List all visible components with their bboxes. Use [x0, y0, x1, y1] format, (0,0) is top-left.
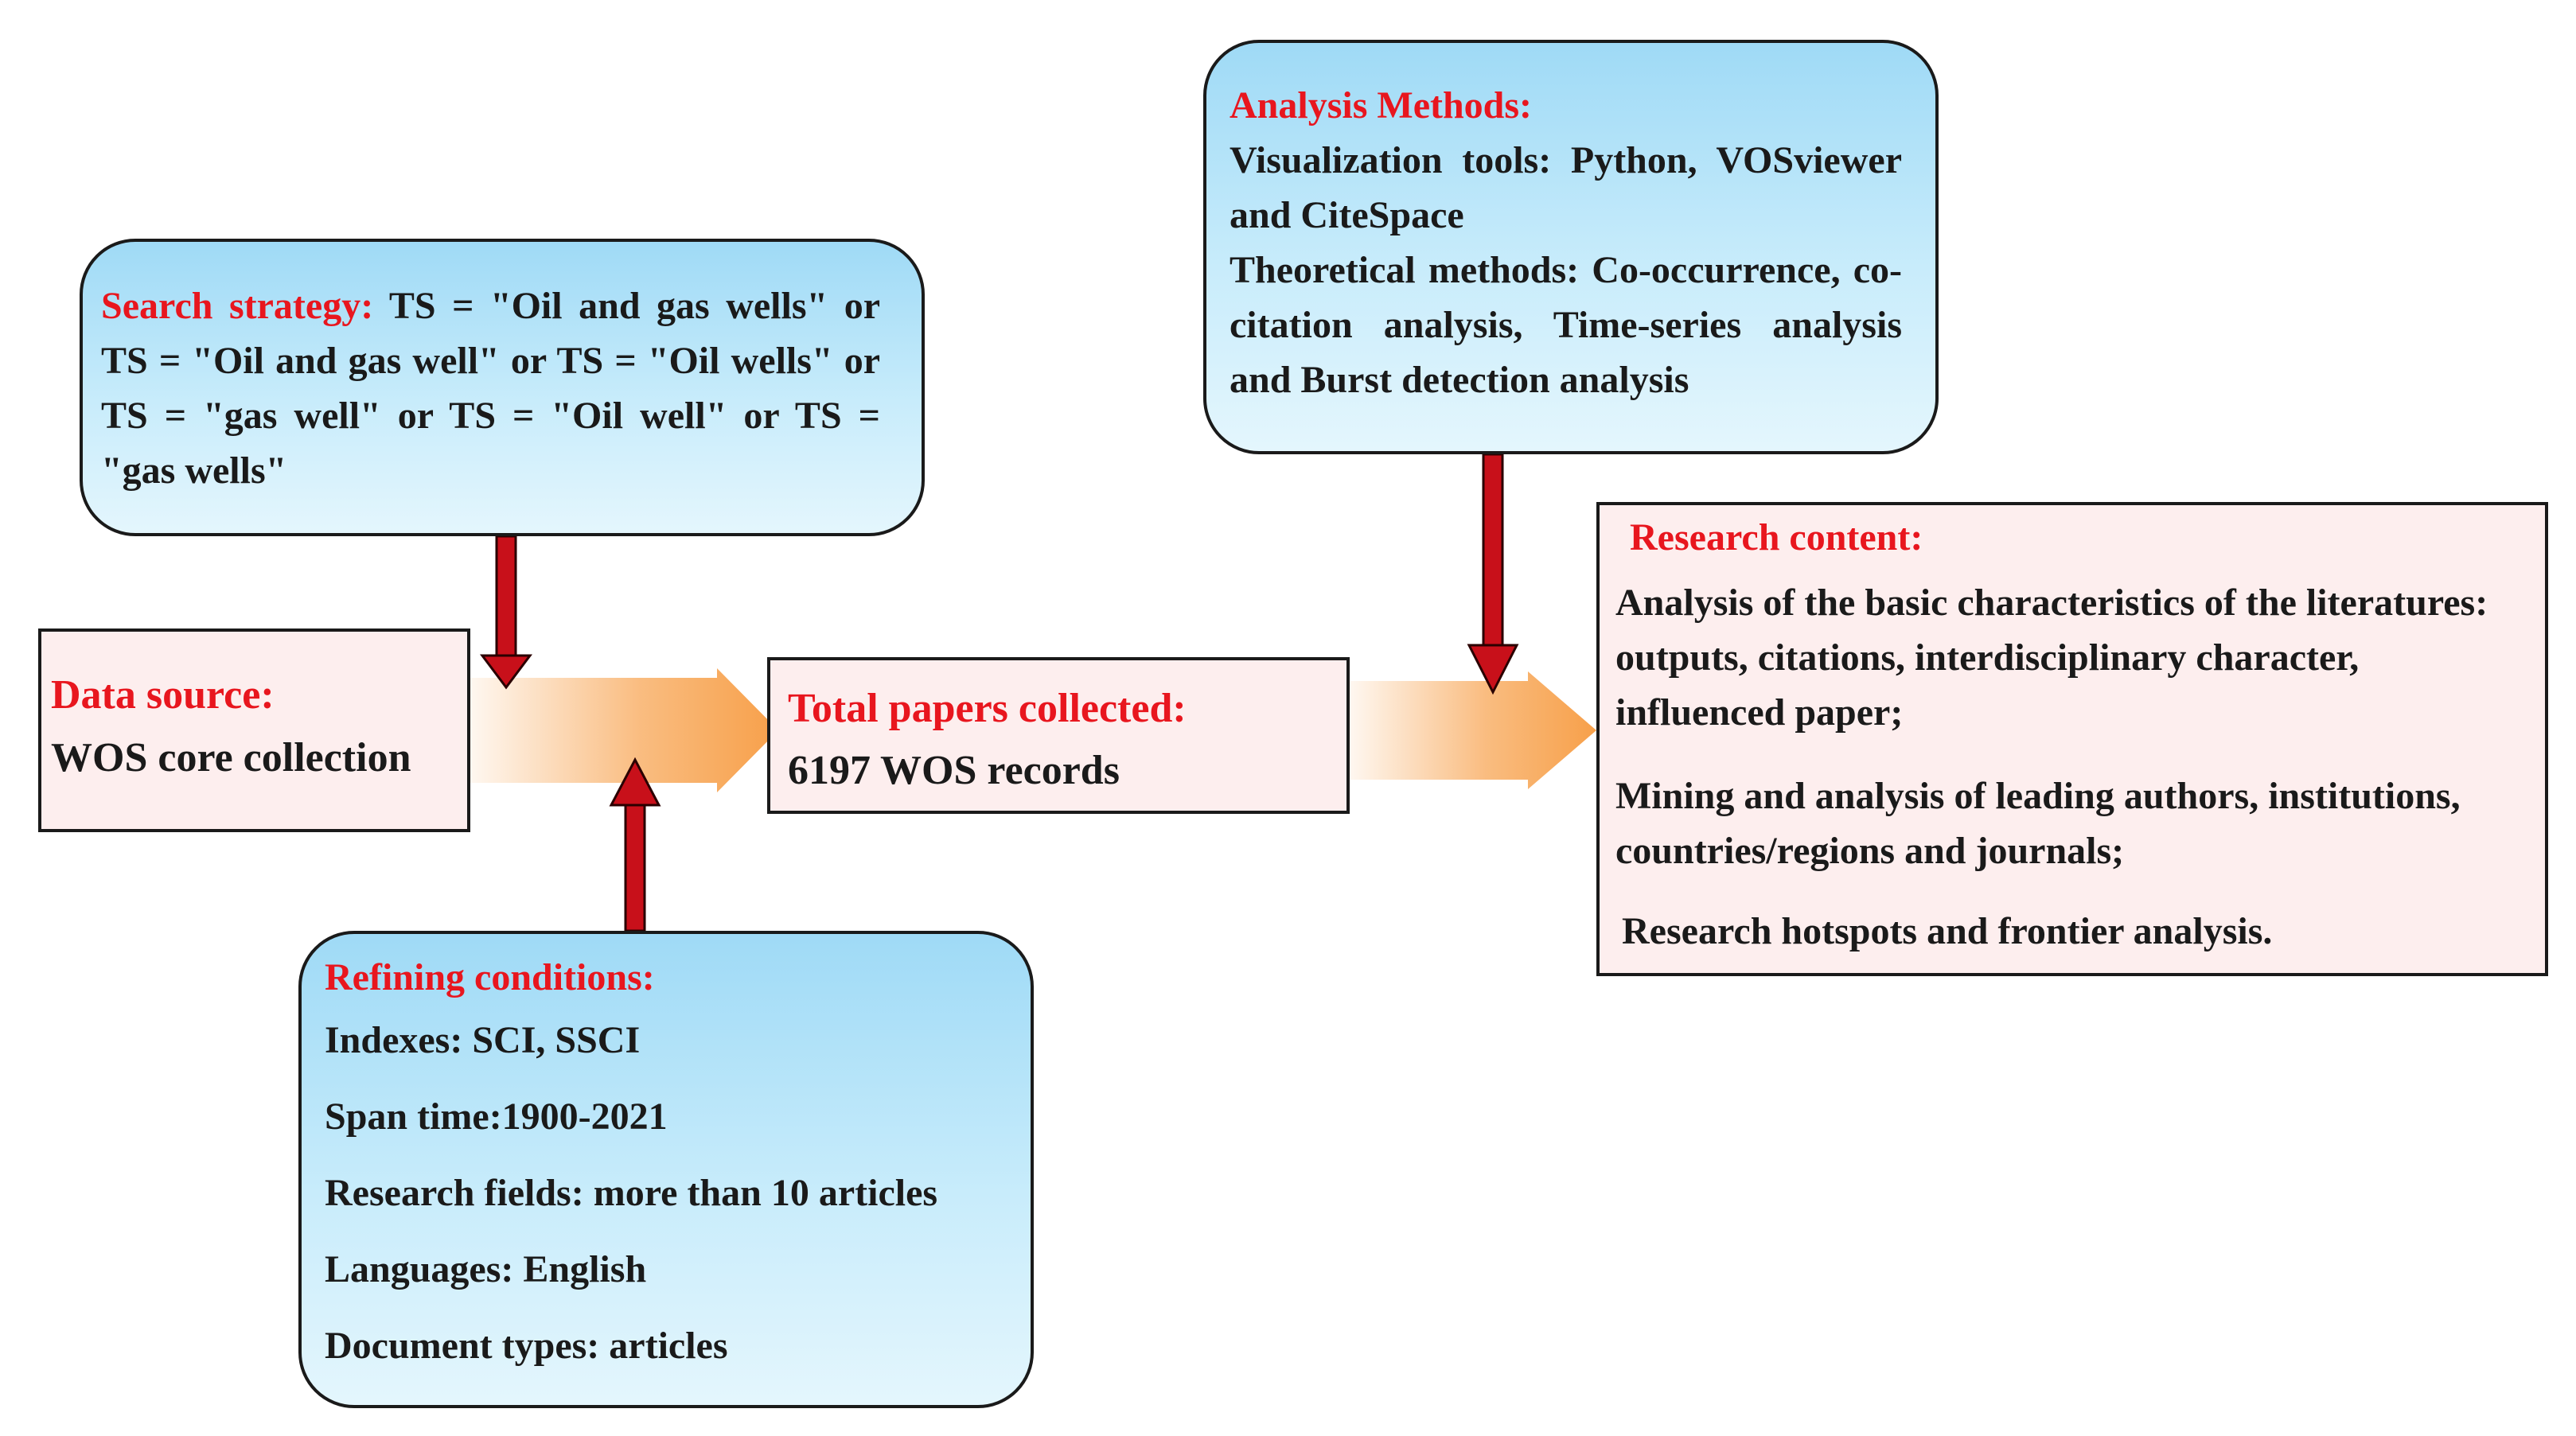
- search-strategy-label: Search strategy:: [101, 285, 374, 327]
- refining-conditions-box: Refining conditions: Indexes: SCI, SSCI …: [298, 931, 1034, 1408]
- analysis-methods-visualization: Visualization tools: Python, VOSviewer a…: [1230, 139, 1902, 236]
- total-papers-text: 6197 WOS records: [788, 748, 1120, 793]
- search-strategy-box: Search strategy: TS = "Oil and gas wells…: [80, 239, 925, 536]
- down-arrow-search-to-flow: [480, 535, 532, 690]
- research-content-label: Research content:: [1630, 516, 1923, 558]
- down-arrow-analysis-to-flow: [1467, 453, 1519, 695]
- data-source-label: Data source:: [51, 672, 275, 718]
- flow-arrow-datasource-to-total: [470, 668, 778, 792]
- flow-arrow-total-to-research: [1350, 671, 1596, 789]
- refining-conditions-label: Refining conditions:: [325, 956, 655, 998]
- analysis-methods-box: Analysis Methods: Visualization tools: P…: [1203, 40, 1939, 454]
- up-arrow-refining-to-flow: [609, 757, 661, 932]
- refining-item-languages: Languages: English: [325, 1248, 647, 1290]
- refining-item-indexes: Indexes: SCI, SSCI: [325, 1019, 641, 1061]
- research-item-leading-authors: Mining and analysis of leading authors, …: [1615, 775, 2461, 872]
- refining-item-document-types: Document types: articles: [325, 1325, 728, 1367]
- analysis-methods-theoretical: Theoretical methods: Co-occurrence, co-c…: [1230, 249, 1902, 401]
- total-papers-box: Total papers collected: 6197 WOS records: [767, 657, 1350, 814]
- research-item-hotspots: Research hotspots and frontier analysis.: [1622, 910, 2273, 952]
- data-source-text: WOS core collection: [51, 735, 411, 780]
- total-papers-label: Total papers collected:: [788, 686, 1187, 731]
- refining-item-span-time: Span time:1900-2021: [325, 1095, 668, 1138]
- data-source-box: Data source: WOS core collection: [38, 628, 470, 832]
- analysis-methods-label: Analysis Methods:: [1230, 84, 1533, 126]
- refining-item-research-fields: Research fields: more than 10 articles: [325, 1172, 938, 1214]
- search-strategy-text: TS = "Oil and gas wells" or TS = "Oil an…: [101, 285, 881, 492]
- research-content-box: Research content: Analysis of the basic …: [1596, 502, 2548, 976]
- research-item-basic-characteristics: Analysis of the basic characteristics of…: [1615, 582, 2488, 734]
